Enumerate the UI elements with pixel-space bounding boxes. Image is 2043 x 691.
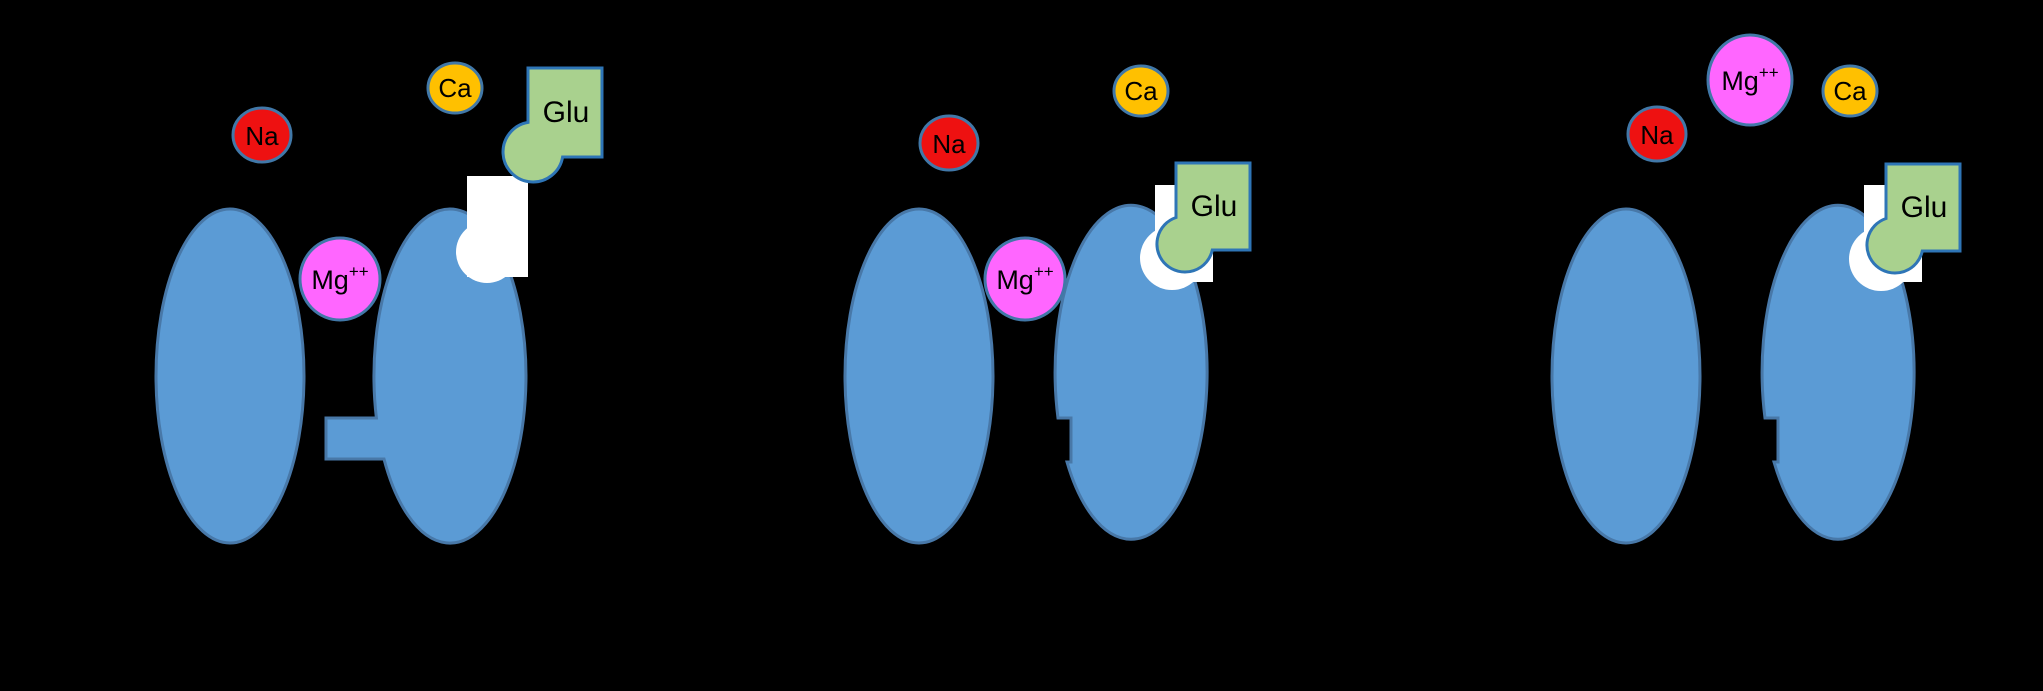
na-ion	[231, 106, 293, 164]
ca-ion	[1821, 64, 1879, 118]
glutamate-label: Glu	[1901, 191, 1948, 224]
glutamate-label: Glu	[1191, 190, 1238, 223]
na-ion-label: Na	[932, 129, 966, 159]
na-ion	[1626, 105, 1688, 163]
panel-state-mg-expelled: Glu Mg++ Na Ca	[1550, 33, 1962, 545]
ca-ion-label: Ca	[1124, 76, 1158, 106]
ca-ion	[1112, 64, 1170, 118]
na-ion-label: Na	[1640, 120, 1674, 150]
na-ion-label: Na	[245, 121, 279, 151]
glutamate-ligand	[501, 66, 604, 184]
mg-ion	[298, 236, 382, 322]
glutamate-ligand-docked	[1865, 162, 1962, 275]
ca-ion-label: Ca	[438, 73, 472, 103]
glutamate-label: Glu	[543, 96, 590, 129]
glutamate-ligand-docked	[1155, 161, 1252, 274]
receptor-subunit-left	[1550, 207, 1702, 545]
mg-ion-label: Mg++	[311, 262, 368, 295]
na-ion	[918, 114, 980, 172]
receptor-subunit-right-with-gate-tab	[324, 207, 528, 545]
ca-ion	[426, 61, 484, 115]
receptor-subunit-left	[843, 207, 995, 545]
panel-state-glu-bound: Glu Mg++ Na Ca	[843, 64, 1252, 545]
panel-state-closed: Mg++ Na Ca Glu	[154, 61, 604, 545]
mg-ion	[1706, 33, 1794, 127]
ca-ion-label: Ca	[1833, 76, 1867, 106]
binding-site	[467, 176, 528, 277]
receptor-subunit-left	[154, 207, 306, 545]
mg-ion-label: Mg++	[996, 262, 1053, 295]
mg-ion-label: Mg++	[1721, 63, 1778, 96]
mg-ion	[983, 236, 1067, 322]
